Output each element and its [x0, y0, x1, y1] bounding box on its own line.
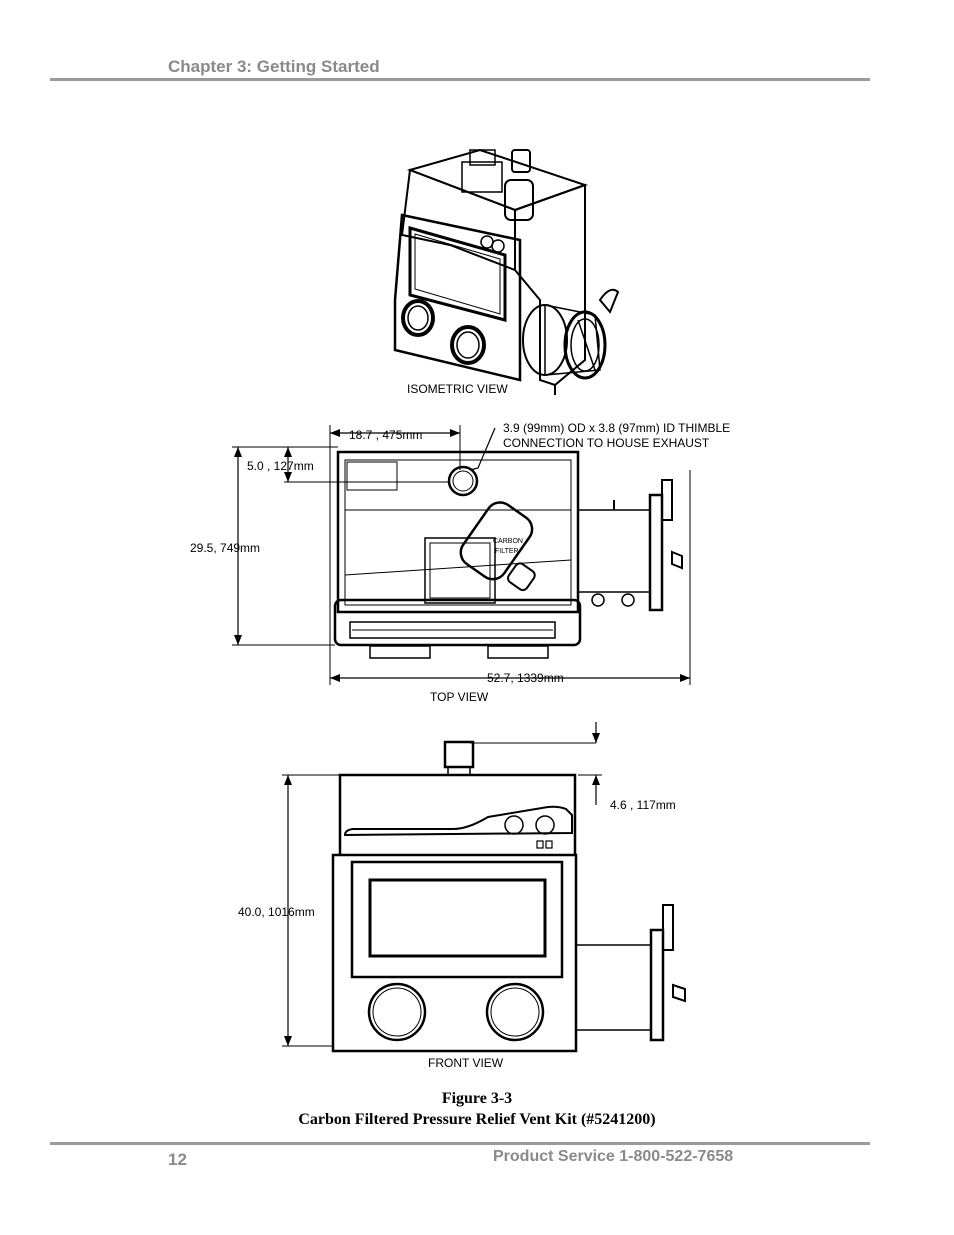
dim-depth: 29.5, 749mm — [190, 541, 260, 555]
figure-title: Carbon Filtered Pressure Relief Vent Kit… — [298, 1111, 656, 1128]
isometric-view-label: ISOMETRIC VIEW — [407, 382, 508, 396]
page-number: 12 — [168, 1150, 187, 1169]
dim-depth-small: 5.0 , 127mm — [247, 459, 314, 473]
chapter-title: Chapter 3: Getting Started — [168, 57, 380, 76]
top-view — [232, 425, 691, 685]
dim-width-top: 18.7 , 475mm — [349, 428, 422, 442]
product-service-phone: Product Service 1-800-522-7658 — [493, 1148, 734, 1165]
dim-top-offset: 4.6 , 117mm — [610, 798, 676, 812]
figure-number: Figure 3-3 — [441, 1090, 513, 1107]
carbon-label-line1: CARBON — [493, 538, 523, 545]
isometric-view — [393, 148, 620, 395]
dim-thimble-line1: 3.9 (99mm) OD x 3.8 (97mm) ID THIMBLE — [503, 421, 730, 435]
top-view-label: TOP VIEW — [430, 690, 489, 704]
footer-rule — [50, 1142, 870, 1145]
header-rule — [50, 78, 870, 81]
carbon-label-line2: FILTER — [495, 548, 519, 555]
front-view — [282, 722, 686, 1053]
front-view-label: FRONT VIEW — [428, 1056, 504, 1070]
dim-thimble-line2: CONNECTION TO HOUSE EXHAUST — [503, 436, 710, 450]
dim-total-width: 52.7, 1339mm — [487, 671, 564, 685]
dim-height: 40.0, 1016mm — [238, 905, 315, 919]
